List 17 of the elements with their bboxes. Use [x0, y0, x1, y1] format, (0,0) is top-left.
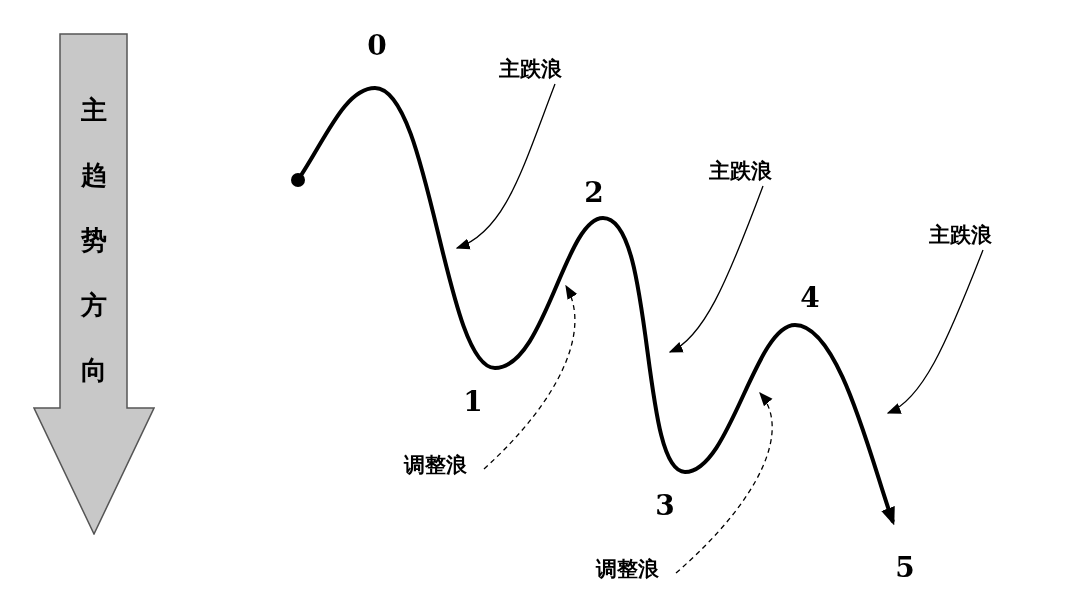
point-number: 5	[894, 552, 916, 584]
point-number: 0	[366, 30, 388, 62]
callout-text: 主跌浪	[485, 56, 575, 82]
point-number: 1	[462, 386, 484, 418]
leader-line	[668, 185, 764, 353]
arrow-label: 主趋势方向	[80, 94, 108, 387]
leader-line	[675, 391, 773, 574]
callout-text: 调整浪	[390, 452, 480, 478]
leader-line	[455, 83, 556, 249]
leader-line	[886, 249, 984, 414]
point-number: 3	[654, 490, 676, 522]
leader-line	[483, 284, 577, 470]
point-number: 4	[799, 282, 821, 314]
callout-text: 主跌浪	[695, 158, 785, 184]
callout-text: 调整浪	[582, 556, 672, 582]
point-number: 2	[583, 177, 605, 209]
callout-text: 主跌浪	[915, 222, 1005, 248]
